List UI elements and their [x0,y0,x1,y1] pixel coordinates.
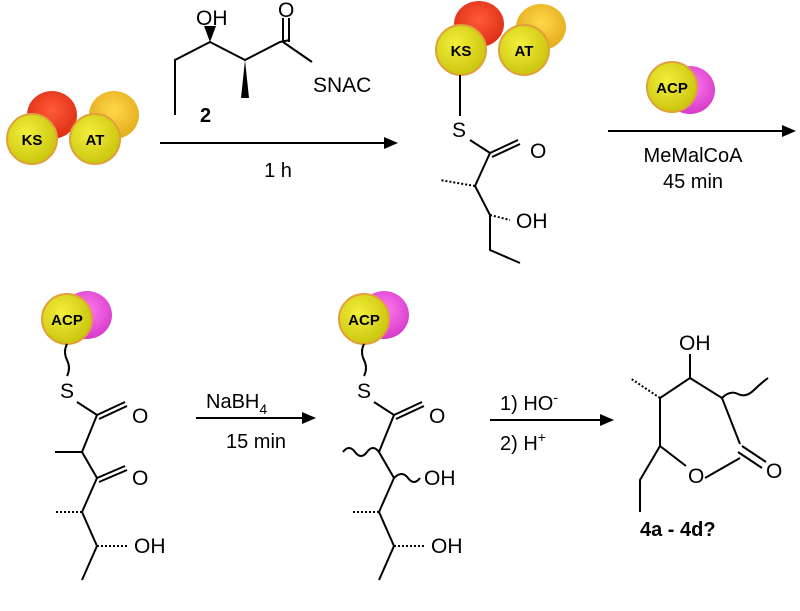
ks-at-loaded-intermediate: KS AT S O OH [435,1,566,264]
acp-ketoester-intermediate: ACP S O O OH [41,291,166,581]
arrow-step-2: MeMalCoA 45 min [608,125,796,193]
substrate-snac: SNAC [313,74,371,97]
carbonyl-o-3: O [429,405,445,428]
product-label: 4a - 4d? [640,519,716,541]
step2-time: 45 min [663,171,723,193]
step4-line2: 2) H+ [500,429,546,455]
arrow-step-1: 1 h [160,137,398,182]
thioester-s-1: S [452,119,466,142]
carbonyl-o-2: O [132,405,148,428]
compound-2-label: 2 [200,105,211,127]
lactone-carbonyl-o: O [766,460,782,483]
at-domain-label-2: AT [515,43,534,60]
substrate-2: OH O SNAC 2 [174,0,371,127]
ks-domain-label-2: KS [451,43,472,60]
acp-domain-label-2: ACP [51,312,83,329]
ketone-o: O [132,467,148,490]
arrow-step-3: NaBH4 15 min [196,391,316,453]
acp-domain-label-1: ACP [656,80,688,97]
step1-condition: 1 h [264,160,292,182]
substrate-carbonyl-o: O [278,0,294,22]
step3-reagent: NaBH4 [206,391,267,417]
hydroxyl-oh-2: OH [134,535,166,558]
substrate-oh: OH [196,7,228,30]
thioester-s-2: S [60,380,74,403]
lactone-product: OH O O 4a - 4d? [629,332,782,541]
step3-time: 15 min [226,431,286,453]
arrow-step-4: 1) HO- 2) H+ [490,389,614,455]
at-domain-label: AT [86,132,105,149]
acp-domain-label-3: ACP [348,312,380,329]
hydroxyl-oh-1: OH [516,210,548,233]
step2-reagent: MeMalCoA [644,145,744,167]
acp-reagent: ACP [646,61,715,114]
thioester-s-3: S [357,380,371,403]
ring-oxygen: O [688,465,704,488]
ks-domain-label: KS [22,132,43,149]
ks-at-didomain-start: KS AT [6,91,139,165]
hydroxyl-oh-3: OH [424,467,456,490]
product-oh: OH [679,332,711,355]
step4-line1: 1) HO- [500,389,558,415]
carbonyl-o-1: O [530,140,546,163]
acp-reduced-intermediate: ACP S O OH OH [338,291,463,581]
hydroxyl-oh-4: OH [431,535,463,558]
